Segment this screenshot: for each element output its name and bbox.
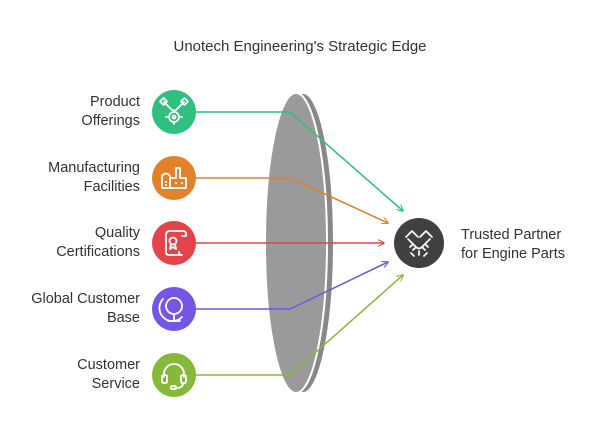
connectors	[196, 111, 403, 376]
input-node-manufacturing-facilities	[152, 156, 196, 200]
connector-product-offerings	[196, 111, 403, 211]
handshake-icon	[405, 230, 433, 257]
globe-icon	[158, 297, 183, 322]
certificate-scroll-icon	[165, 230, 187, 256]
input-label-global-customer-base: Global Customer Base	[31, 291, 140, 326]
input-node-product-offerings	[152, 90, 196, 134]
output-node	[394, 218, 444, 268]
output-label: Trusted Partner for Engine Parts	[461, 227, 565, 262]
input-node-global-customer-base	[152, 287, 196, 331]
diagram-title: Unotech Engineering's Strategic Edge	[173, 38, 427, 55]
input-node-customer-service	[152, 353, 196, 397]
connector-global-customer-base	[196, 262, 388, 310]
input-node-quality-certifications	[152, 221, 196, 265]
connector-customer-service	[196, 275, 403, 376]
factory-icon	[161, 167, 187, 189]
gear-tools-icon	[159, 97, 189, 125]
connector-manufacturing-facilities	[196, 177, 388, 223]
input-label-product-offerings: Product Offerings	[81, 94, 140, 129]
input-label-manufacturing-facilities: Manufacturing Facilities	[48, 160, 140, 195]
input-label-quality-certifications: Quality Certifications	[56, 225, 140, 260]
input-label-customer-service: Customer Service	[77, 357, 140, 392]
headset-icon	[161, 363, 187, 390]
